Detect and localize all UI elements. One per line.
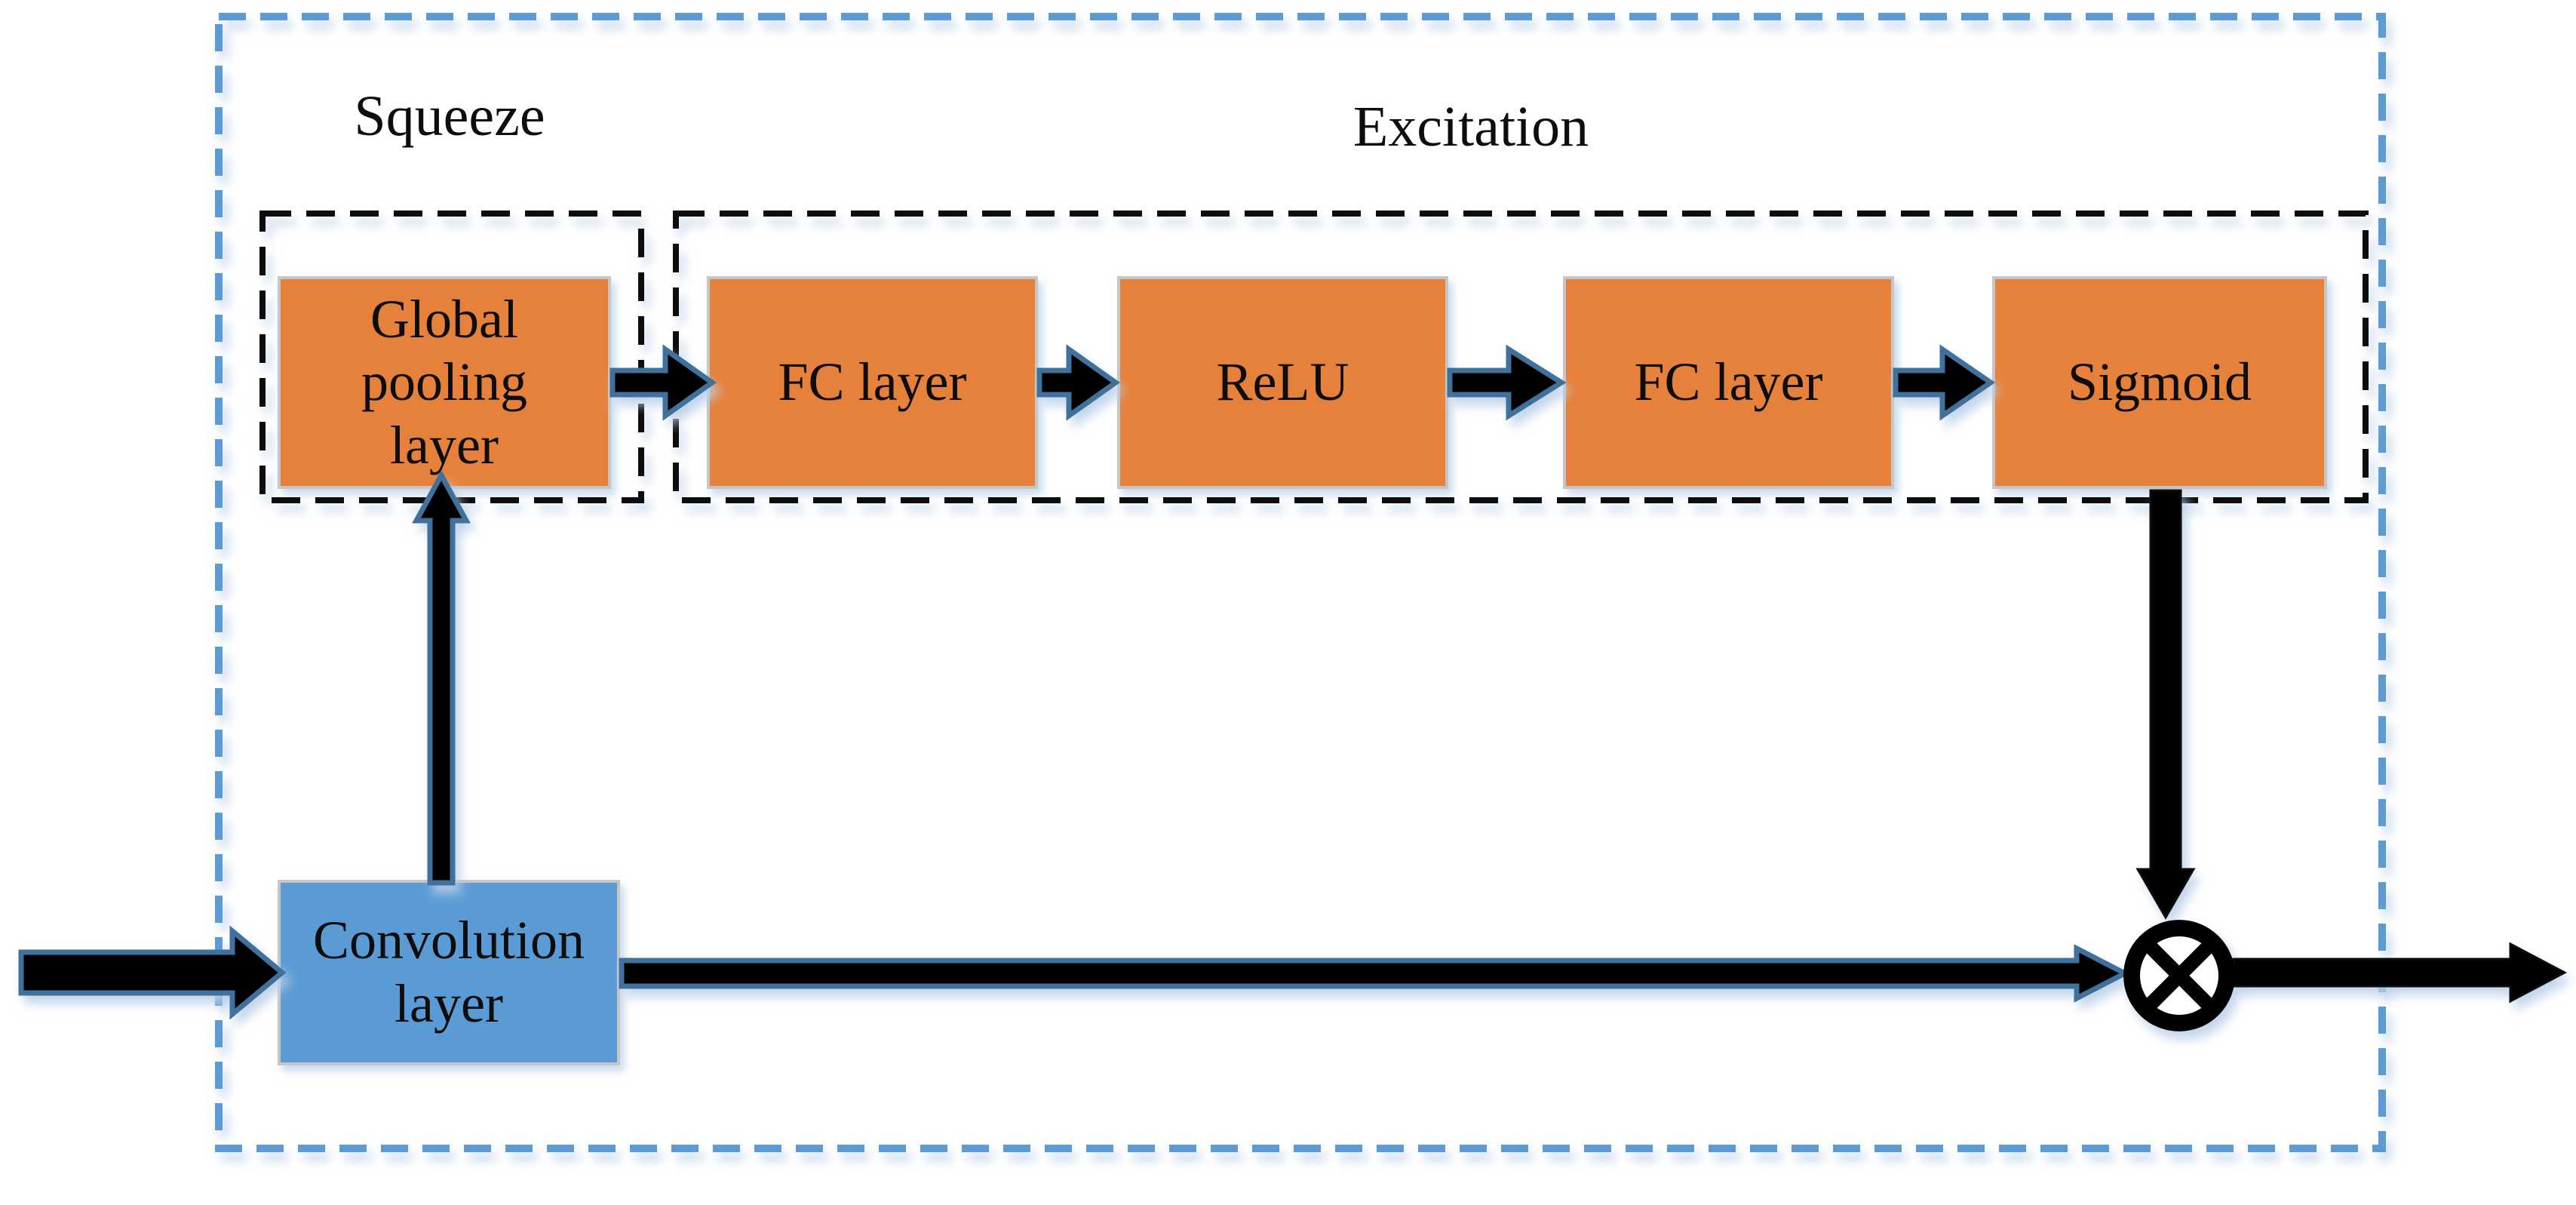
input-arrow bbox=[18, 925, 287, 1020]
multiply-cross-stroke bbox=[2142, 938, 2217, 1013]
output-arrow bbox=[2232, 942, 2568, 1004]
multiply-icon bbox=[2123, 920, 2235, 1031]
block-sigmoid: Sigmoid bbox=[1992, 276, 2327, 489]
arrow-relu-to-fc2 bbox=[1447, 344, 1567, 421]
block-global-pooling: Global pooling layer bbox=[278, 276, 611, 489]
arrow-convolution-to-multiply bbox=[619, 944, 2131, 1003]
block-relu: ReLU bbox=[1117, 276, 1448, 489]
arrow-convolution-to-global-pooling bbox=[412, 469, 471, 886]
multiply-cross-stroke bbox=[2142, 938, 2217, 1013]
arrow-fc1-to-relu bbox=[1036, 344, 1121, 421]
block-fc-layer-2: FC layer bbox=[1563, 276, 1894, 489]
squeeze-section-label: Squeeze bbox=[354, 85, 545, 148]
multiply-circle bbox=[2123, 920, 2235, 1031]
excitation-section-label: Excitation bbox=[1352, 95, 1589, 158]
arrow-fc2-to-sigmoid bbox=[1893, 344, 1996, 421]
block-convolution: Convolution layer bbox=[278, 880, 620, 1065]
arrow-sigmoid-to-multiply bbox=[2135, 489, 2196, 920]
arrow-global-pooling-to-fc1 bbox=[609, 344, 717, 421]
block-fc-layer-1: FC layer bbox=[707, 276, 1038, 489]
